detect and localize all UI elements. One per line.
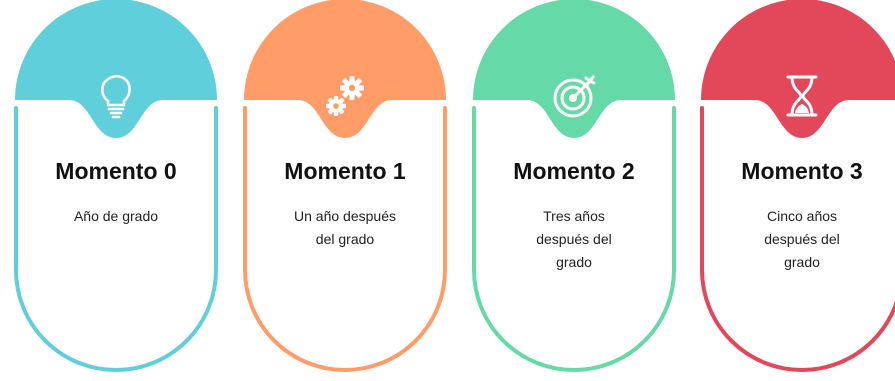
- card-title: Momento 0: [55, 158, 177, 184]
- card-shape: [700, 0, 895, 372]
- card-description: Año de grado: [73, 208, 159, 224]
- card-description: Tres años después del grado: [536, 208, 612, 270]
- hourglass-icon: [786, 75, 818, 117]
- lightbulb-icon: [100, 74, 131, 119]
- timeline-card-3: Momento 3 Cinco años después del grado: [697, 0, 895, 381]
- card-shape: [14, 0, 218, 372]
- timeline-card-0: Momento 0 Año de grado: [11, 0, 221, 381]
- target-icon: [553, 75, 596, 118]
- card-shape: [472, 0, 676, 372]
- card-title: Momento 1: [284, 158, 406, 184]
- card-title: Momento 2: [513, 158, 635, 184]
- gears-icon: [326, 76, 364, 116]
- card-shape: [243, 0, 447, 372]
- card-description: Cinco años después del grado: [764, 208, 840, 270]
- card-description: Un año después del grado: [294, 208, 396, 247]
- timeline-card-1: Momento 1 Un año después del grado: [240, 0, 450, 381]
- timeline-card-2: Momento 2 Tres años después del grado: [469, 0, 679, 381]
- card-title: Momento 3: [741, 158, 863, 184]
